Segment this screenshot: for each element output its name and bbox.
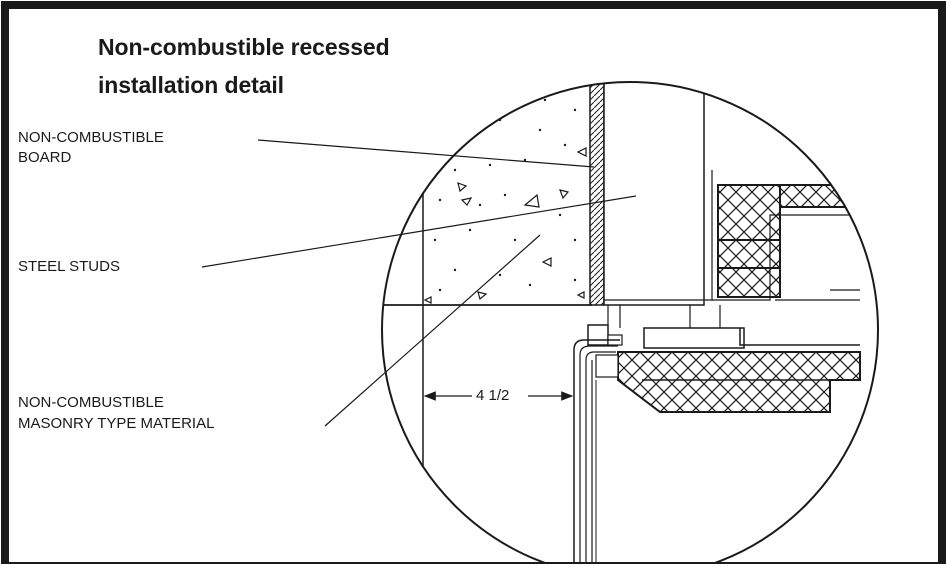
board-label-line-2: BOARD [18,149,72,166]
studs-leader [201,195,637,268]
steel-stud [603,82,705,306]
board-leader [257,139,595,168]
dimension-label: 4 1/2 [472,387,514,405]
masonry-label-line-1: NON-COMBUSTIBLE [18,394,164,411]
masonry-leader [324,234,541,427]
aggregate-triangles [423,86,587,304]
steel-studs-label: STEEL STUDS [18,258,120,275]
detail-circle [381,81,879,564]
concrete-stipple [433,98,577,292]
board-label-line-1: NON-COMBUSTIBLE [18,129,164,146]
insulation-lower [617,351,861,413]
section-detail [382,82,861,564]
masonry-label-line-2: MASONRY TYPE MATERIAL [18,415,215,432]
title-line-2: installation detail [98,72,284,98]
masonry-block [382,82,590,305]
non-combustible-board [589,82,605,306]
title-line-1: Non-combustible recessed [98,34,390,60]
